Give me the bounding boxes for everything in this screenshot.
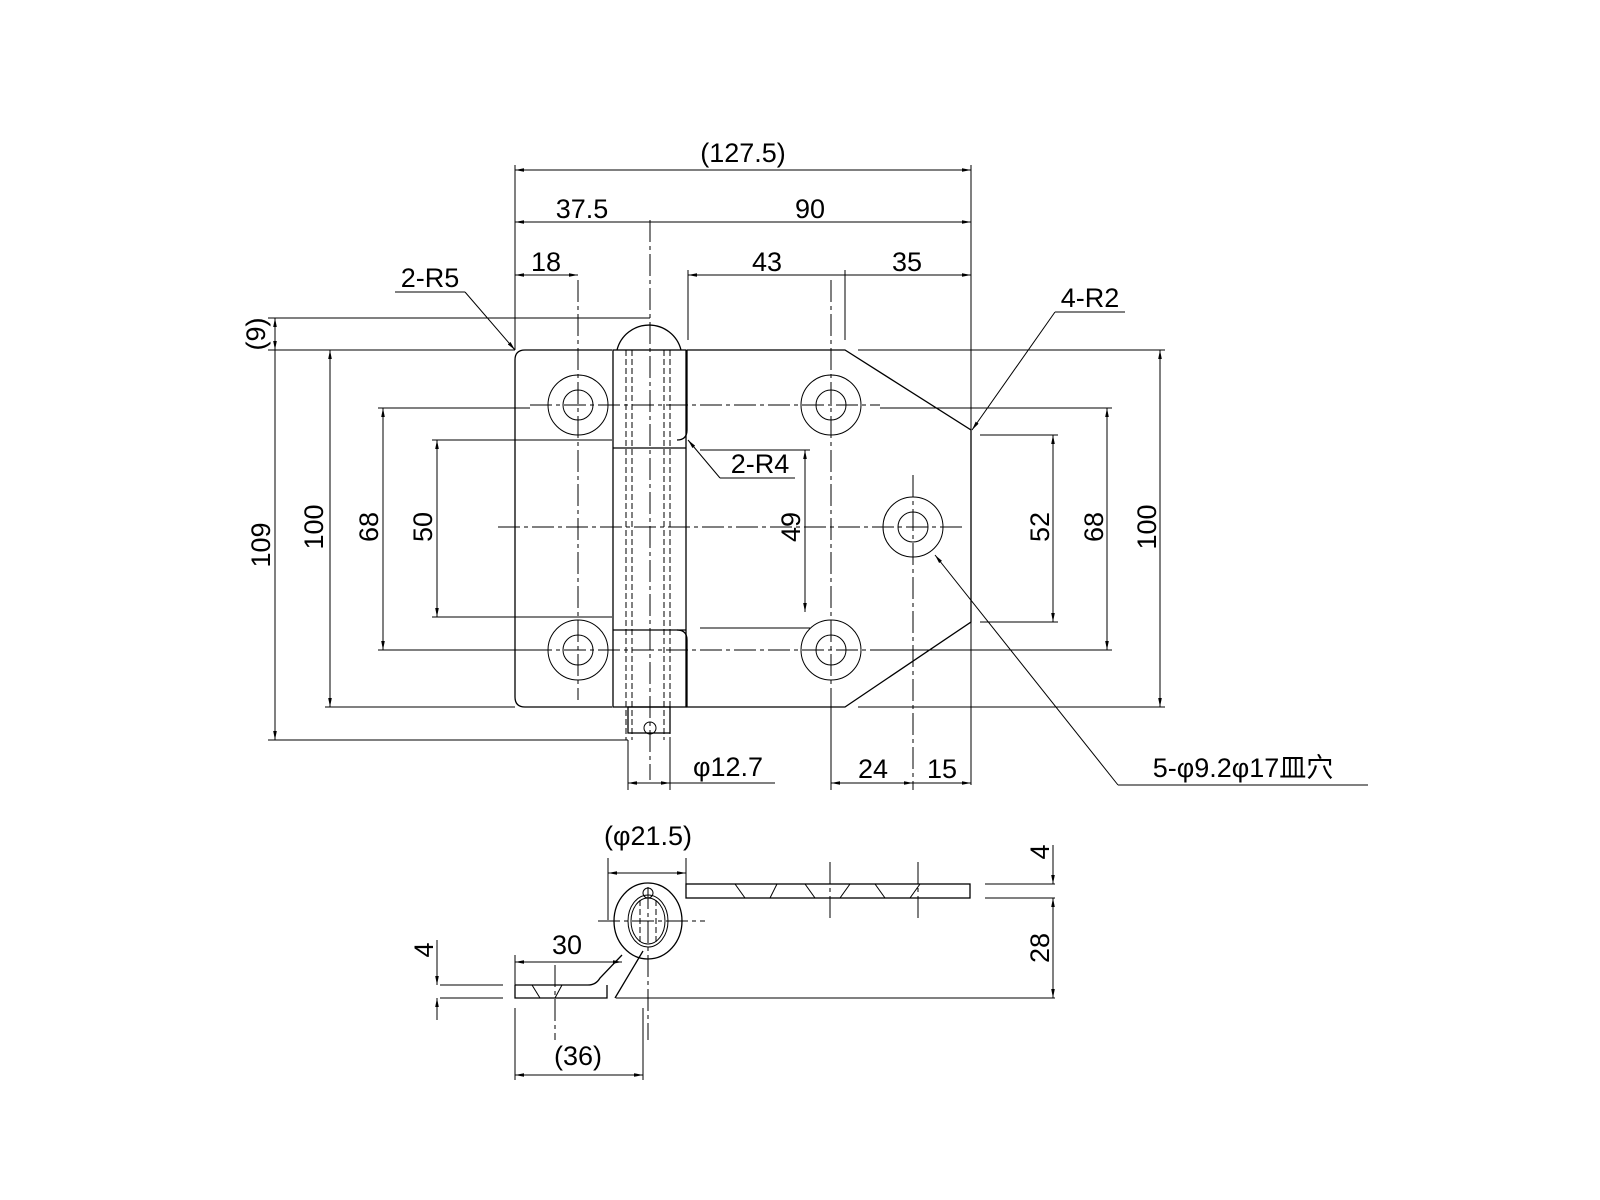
label-hole-spec: 5-φ9.2φ17皿穴 <box>1153 753 1334 783</box>
dim-right-leaf: 90 <box>795 194 825 224</box>
knuckle-dome <box>616 324 682 351</box>
dim-top-thickness: 4 <box>1025 844 1055 859</box>
dim-left-thickness: 4 <box>409 942 439 957</box>
dim-18: 18 <box>531 247 561 277</box>
dim-15: 15 <box>927 754 957 784</box>
dim-right-68: 68 <box>1079 512 1109 542</box>
dim-49: 49 <box>776 512 806 542</box>
side-dimensions: (φ21.5) 4 28 4 30 (36) <box>409 821 1055 1080</box>
dim-offset-28: 28 <box>1025 933 1055 963</box>
dim-43: 43 <box>752 247 782 277</box>
dim-overall-width: (127.5) <box>700 138 786 168</box>
dim-109: 109 <box>246 522 276 567</box>
dim-52: 52 <box>1025 512 1055 542</box>
label-2-r5: 2-R5 <box>401 263 460 293</box>
label-2-r4: 2-R4 <box>731 449 790 479</box>
dim-knuckle-diameter: (φ21.5) <box>604 821 692 851</box>
top-dimensions: (127.5) 37.5 90 18 43 35 2-R5 4-R2 2-R4 … <box>241 138 1368 790</box>
dim-left-100: 100 <box>299 504 329 549</box>
left-leaf <box>514 349 612 708</box>
side-top-leaf <box>685 883 971 899</box>
right-leaf <box>676 349 972 708</box>
side-bottom-leaf <box>514 950 644 999</box>
top-view <box>498 220 972 790</box>
dim-24: 24 <box>858 754 888 784</box>
side-view <box>440 862 1055 1040</box>
dim-pin-diameter: φ12.7 <box>693 752 763 782</box>
dim-left-leaf: 37.5 <box>556 194 609 224</box>
dim-right-100: 100 <box>1132 504 1162 549</box>
dim-36: (36) <box>554 1041 602 1071</box>
dim-35: 35 <box>892 247 922 277</box>
dim-left-68: 68 <box>354 512 384 542</box>
dim-50: 50 <box>408 512 438 542</box>
dim-dome-height: (9) <box>241 318 271 351</box>
label-4-r2: 4-R2 <box>1061 283 1120 313</box>
dim-30: 30 <box>552 930 582 960</box>
